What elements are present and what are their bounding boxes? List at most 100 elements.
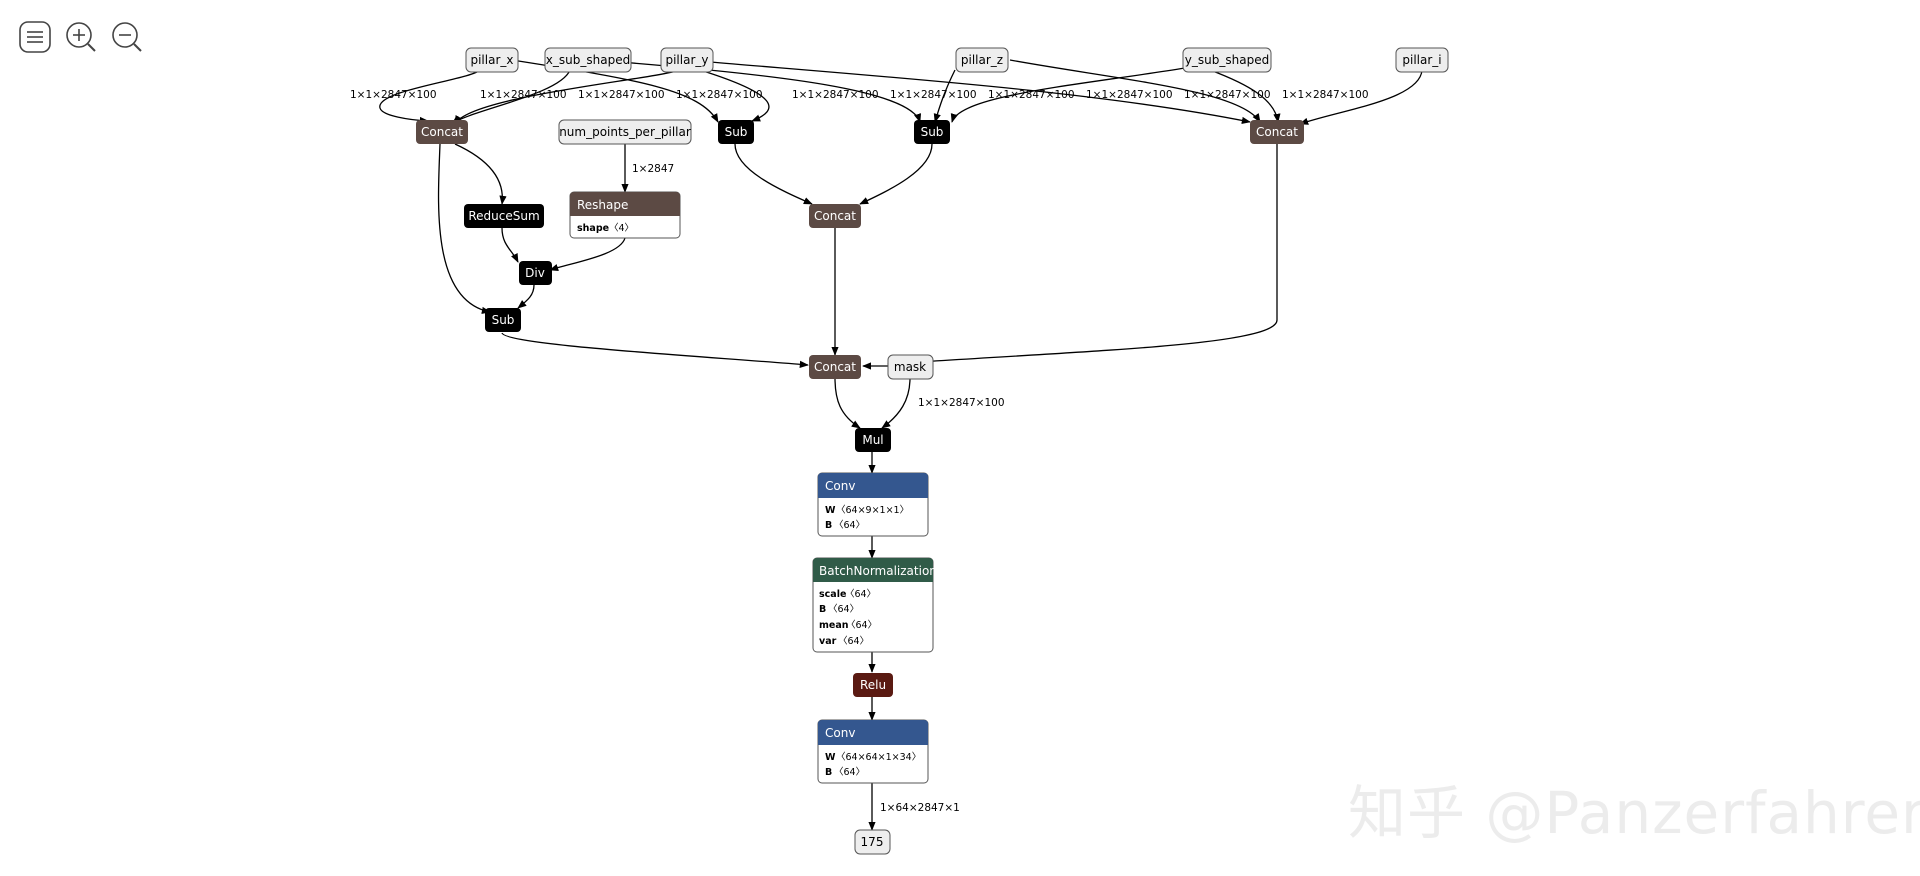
node-conv-2[interactable]: Conv W 〈64×64×1×34〉 B 〈64〉 bbox=[817, 719, 929, 784]
input-pillar-x[interactable]: pillar_x bbox=[465, 47, 519, 73]
edge-label: 1×1×2847×100 bbox=[792, 89, 879, 101]
edge-div-sub2 bbox=[517, 284, 535, 309]
node-label: pillar_x bbox=[470, 53, 513, 67]
edge-concat4-concat3 bbox=[887, 144, 1278, 368]
node-label: Sub bbox=[921, 125, 944, 139]
input-mask[interactable]: mask bbox=[887, 354, 934, 380]
node-label: ReduceSum bbox=[468, 209, 539, 223]
edge-label: 1×1×2847×100 bbox=[676, 89, 763, 101]
menu-icon bbox=[19, 21, 51, 53]
zoom-in-icon bbox=[66, 22, 96, 52]
node-label: Concat bbox=[814, 360, 856, 374]
node-label: mask bbox=[894, 360, 926, 374]
attr-value: 〈64〉 bbox=[838, 636, 869, 647]
edge-concat1-reducesum bbox=[454, 143, 507, 205]
edges bbox=[379, 59, 1423, 831]
edge-label: 1×1×2847×100 bbox=[480, 89, 567, 101]
node-mul[interactable]: Mul bbox=[855, 428, 891, 452]
zoom-in-button[interactable] bbox=[64, 20, 98, 54]
edge-y-sub-shaped-concat4 bbox=[1209, 69, 1281, 123]
node-div[interactable]: Div bbox=[519, 261, 552, 285]
edge-concat3-mul bbox=[834, 377, 861, 429]
node-title: Conv bbox=[825, 479, 855, 493]
attr-key: var bbox=[819, 636, 837, 647]
node-concat-2[interactable]: Concat bbox=[809, 204, 861, 228]
edge-concat1-sub2 bbox=[437, 143, 491, 314]
edge-sub2-concat3 bbox=[501, 332, 809, 368]
edge-label: 1×1×2847×100 bbox=[1184, 89, 1271, 101]
node-label: pillar_z bbox=[961, 53, 1003, 67]
node-label: pillar_i bbox=[1402, 53, 1441, 67]
node-conv-1[interactable]: Conv W 〈64×9×1×1〉 B 〈64〉 bbox=[817, 472, 929, 537]
attr-value: 〈64×9×1×1〉 bbox=[836, 505, 909, 516]
node-sub-2[interactable]: Sub bbox=[485, 308, 521, 332]
node-sub-1[interactable]: Sub bbox=[718, 120, 754, 144]
edge-y-sub-shaped-sub3 bbox=[950, 67, 1186, 123]
input-pillar-i[interactable]: pillar_i bbox=[1395, 47, 1449, 73]
attr-value: 〈64〉 bbox=[828, 604, 859, 615]
attr-key: shape bbox=[577, 223, 609, 234]
edge-pillar-y-sub1 bbox=[699, 69, 770, 122]
node-reducesum[interactable]: ReduceSum bbox=[464, 204, 544, 228]
edge-pillar-y-concat4 bbox=[709, 61, 1251, 124]
node-concat-4[interactable]: Concat bbox=[1250, 120, 1304, 144]
edge-label: 1×2847 bbox=[632, 163, 674, 175]
attr-key: B bbox=[825, 520, 832, 531]
node-batchnormalization[interactable]: BatchNormalization scale 〈64〉 B 〈64〉 mea… bbox=[812, 557, 937, 653]
edge-sub1-concat2 bbox=[734, 143, 813, 205]
input-y-sub-shaped[interactable]: y_sub_shaped bbox=[1182, 47, 1272, 73]
node-label: num_points_per_pillar bbox=[559, 125, 691, 139]
edge-reshape-div bbox=[549, 237, 626, 271]
edge-labels: 1×1×2847×100 1×1×2847×100 1×1×2847×100 1… bbox=[350, 89, 1369, 814]
zoom-out-button[interactable] bbox=[110, 20, 144, 54]
edge-pillar-i-concat4 bbox=[1299, 69, 1423, 125]
node-title: BatchNormalization bbox=[819, 564, 937, 578]
watermark: 知乎 @Panzerfahrer bbox=[1348, 779, 1920, 847]
node-reshape[interactable]: Reshape shape 〈4〉 bbox=[569, 191, 681, 239]
node-relu[interactable]: Relu bbox=[853, 673, 893, 697]
attr-key: W bbox=[825, 752, 836, 763]
node-label: Concat bbox=[421, 125, 463, 139]
edge-label: 1×1×2847×100 bbox=[578, 89, 665, 101]
node-label: Concat bbox=[814, 209, 856, 223]
edge-pillar-y-concat1 bbox=[454, 69, 681, 125]
node-label: y_sub_shaped bbox=[1185, 53, 1269, 67]
attr-value: 〈64〉 bbox=[834, 767, 865, 778]
node-label: Relu bbox=[860, 678, 886, 692]
input-pillar-z[interactable]: pillar_z bbox=[955, 47, 1009, 73]
attr-value: 〈64〉 bbox=[845, 589, 876, 600]
node-label: x_sub_shaped bbox=[546, 53, 630, 67]
node-sub-3[interactable]: Sub bbox=[914, 120, 950, 144]
node-title: Conv bbox=[825, 726, 855, 740]
edge-label: 1×1×2847×100 bbox=[890, 89, 977, 101]
attr-value: 〈64〉 bbox=[834, 520, 865, 531]
input-pillar-y[interactable]: pillar_y bbox=[660, 47, 714, 73]
node-label: Div bbox=[525, 266, 545, 280]
node-concat-3[interactable]: Concat bbox=[809, 355, 861, 379]
input-num-points-per-pillar[interactable]: num_points_per_pillar bbox=[558, 119, 692, 145]
node-label: 175 bbox=[861, 835, 884, 849]
node-label: Concat bbox=[1256, 125, 1298, 139]
node-label: pillar_y bbox=[665, 53, 708, 67]
attr-key: B bbox=[819, 604, 826, 615]
input-x-sub-shaped[interactable]: x_sub_shaped bbox=[544, 47, 632, 73]
edge-mask-mul bbox=[881, 377, 911, 429]
attr-value: 〈64×64×1×34〉 bbox=[836, 752, 921, 763]
attr-key: scale bbox=[819, 589, 846, 600]
edge-pillar-z-concat4 bbox=[1009, 59, 1261, 123]
node-label: Sub bbox=[492, 313, 515, 327]
attr-value: 〈4〉 bbox=[609, 223, 634, 234]
node-label: Mul bbox=[862, 433, 883, 447]
attr-key: W bbox=[825, 505, 836, 516]
node-title: Reshape bbox=[577, 198, 628, 212]
edge-pillar-z-sub3 bbox=[933, 69, 956, 123]
edge-label: 1×1×2847×100 bbox=[918, 397, 1005, 409]
attr-key: B bbox=[825, 767, 832, 778]
menu-button[interactable] bbox=[18, 20, 52, 54]
node-label: Sub bbox=[725, 125, 748, 139]
output-175[interactable]: 175 bbox=[854, 829, 891, 855]
edge-pillar-x-concat1 bbox=[379, 69, 481, 125]
edge-sub3-concat2 bbox=[859, 143, 933, 205]
node-concat-1[interactable]: Concat bbox=[416, 120, 468, 144]
